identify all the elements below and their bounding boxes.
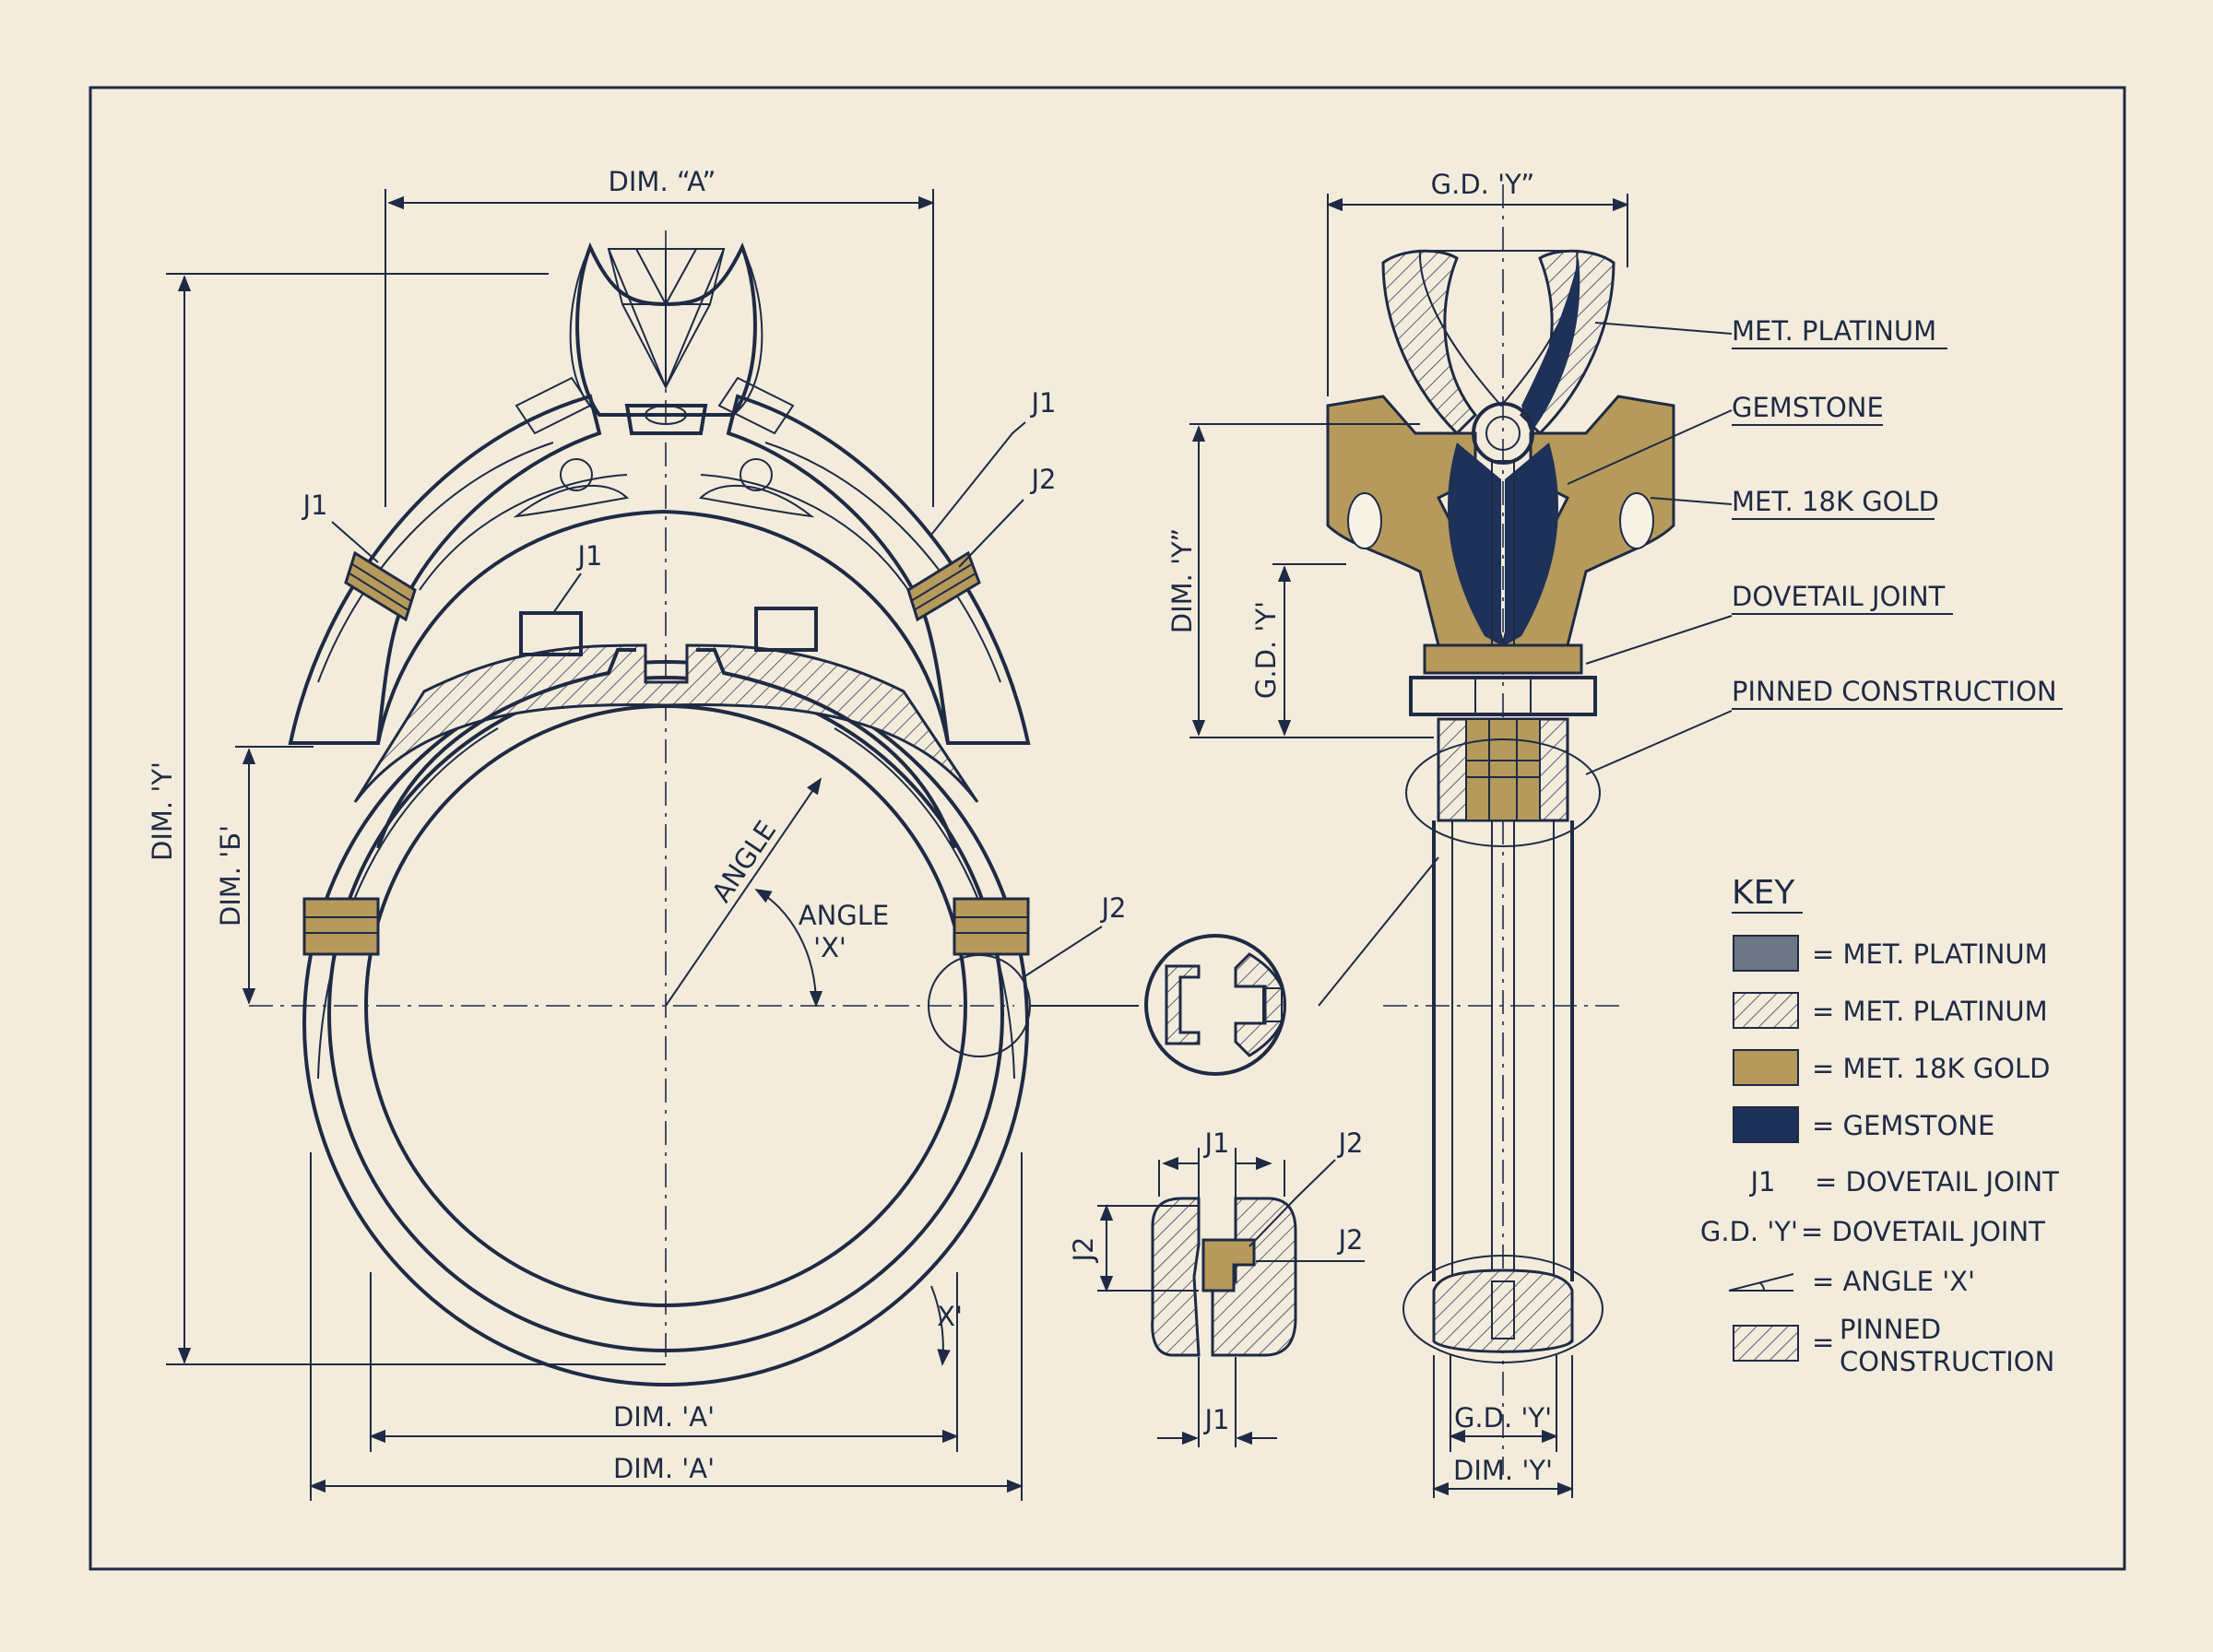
key-item-2-label: = MET. PLATINUM — [1812, 996, 2048, 1027]
j2-ring-label: J2 — [1099, 892, 1126, 924]
side-gd-y-bottom-label: G.D. 'Y' — [1454, 1402, 1552, 1434]
side-dim-y-bottom-label: DIM. 'Y' — [1453, 1455, 1553, 1486]
angle-x-label-line2: 'X' — [813, 932, 846, 963]
detail-j1-bottom-label: J1 — [1202, 1404, 1229, 1435]
dim-a-outer-label: DIM. 'A' — [613, 1453, 715, 1484]
detail-j2-top-label: J2 — [1336, 1127, 1363, 1159]
j2-right-label: J2 — [1029, 464, 1056, 495]
sheet-border — [89, 86, 2126, 1571]
angle-icon — [1728, 1273, 1794, 1292]
callout-dovetail-joint: DOVETAIL JOINT — [1732, 581, 1946, 612]
callout-gemstone: GEMSTONE — [1732, 392, 1884, 423]
side-dim-y-label: DIM. 'Y” — [1166, 528, 1198, 634]
detail-views: J1 J2 J2 J2 J1 — [1068, 934, 1365, 1447]
callout-met-platinum: MET. PLATINUM — [1732, 315, 1936, 347]
key-symbol-j1: J1 — [1748, 1166, 1775, 1198]
x-prime-label: X' — [937, 1301, 963, 1332]
detail-j2-side-label: J2 — [1336, 1224, 1363, 1256]
ring-gold-band-left — [302, 897, 380, 956]
key-item-8-eq: = — [1812, 1327, 1834, 1358]
key-legend: KEY = MET. PLATINUM = MET. PLATINUM = ME… — [1700, 874, 2059, 1377]
key-item-8-line1: PINNED — [1840, 1314, 1941, 1345]
side-gd-y-side-label: G.D. 'Y' — [1250, 601, 1282, 699]
key-item-3-label: = MET. 18K GOLD — [1812, 1053, 2051, 1084]
key-item-4-label: = GEMSTONE — [1812, 1110, 1994, 1141]
dim-b-label: DIM. 'Б' — [215, 825, 246, 926]
key-swatch-pinned — [1733, 1325, 1799, 1362]
j1-left-label: J1 — [301, 490, 327, 521]
key-swatch-hatch — [1733, 992, 1799, 1029]
dim-a-inner-label: DIM. 'A' — [613, 1401, 715, 1433]
j1-right-label: J1 — [1029, 387, 1056, 419]
ring-gold-band-right — [953, 897, 1030, 956]
detail-j2-left-label: J2 — [1068, 1236, 1099, 1263]
key-title: KEY — [1732, 874, 1795, 912]
side-view: G.D. 'Y” DIM. 'Y” G.D. 'Y' G.D. 'Y' DIM.… — [1166, 169, 1675, 1498]
detail-j1-top-label: J1 — [1202, 1127, 1229, 1159]
callout-pinned-construction: PINNED CONSTRUCTION — [1732, 676, 2057, 707]
key-item-5-label: = DOVETAIL JOINT — [1815, 1166, 2059, 1198]
callouts: MET. PLATINUM GEMSTONE MET. 18K GOLD DOV… — [1567, 315, 2063, 775]
key-item-6-label: = DOVETAIL JOINT — [1801, 1216, 2045, 1247]
key-item-7-label: = ANGLE 'X' — [1812, 1266, 1975, 1297]
dim-y-label: DIM. 'Y' — [147, 761, 178, 861]
key-item-1-label: = MET. PLATINUM — [1812, 938, 2048, 970]
key-swatch-platinum — [1733, 935, 1799, 972]
key-item-8-line2: CONSTRUCTION — [1840, 1346, 2054, 1377]
angle-label: ANGLE — [705, 815, 782, 908]
key-swatch-gold — [1733, 1049, 1799, 1086]
callout-met-18k-gold: MET. 18K GOLD — [1732, 486, 1939, 517]
dim-a-top-label: DIM. “A” — [609, 166, 716, 197]
j1-center-label: J1 — [575, 540, 602, 572]
front-view: DIM. “A” DIM. 'Y' DIM. 'Б' ANGLE ANGLE '… — [147, 166, 1139, 1501]
key-symbol-gd-y: G.D. 'Y' — [1700, 1216, 1798, 1247]
crown-gold-band-right — [906, 550, 981, 622]
side-gd-y-top-label: G.D. 'Y” — [1431, 169, 1535, 200]
crown-gold-band-left — [344, 550, 417, 622]
angle-x-label-line1: ANGLE — [799, 900, 889, 931]
key-swatch-gemstone — [1733, 1106, 1799, 1143]
